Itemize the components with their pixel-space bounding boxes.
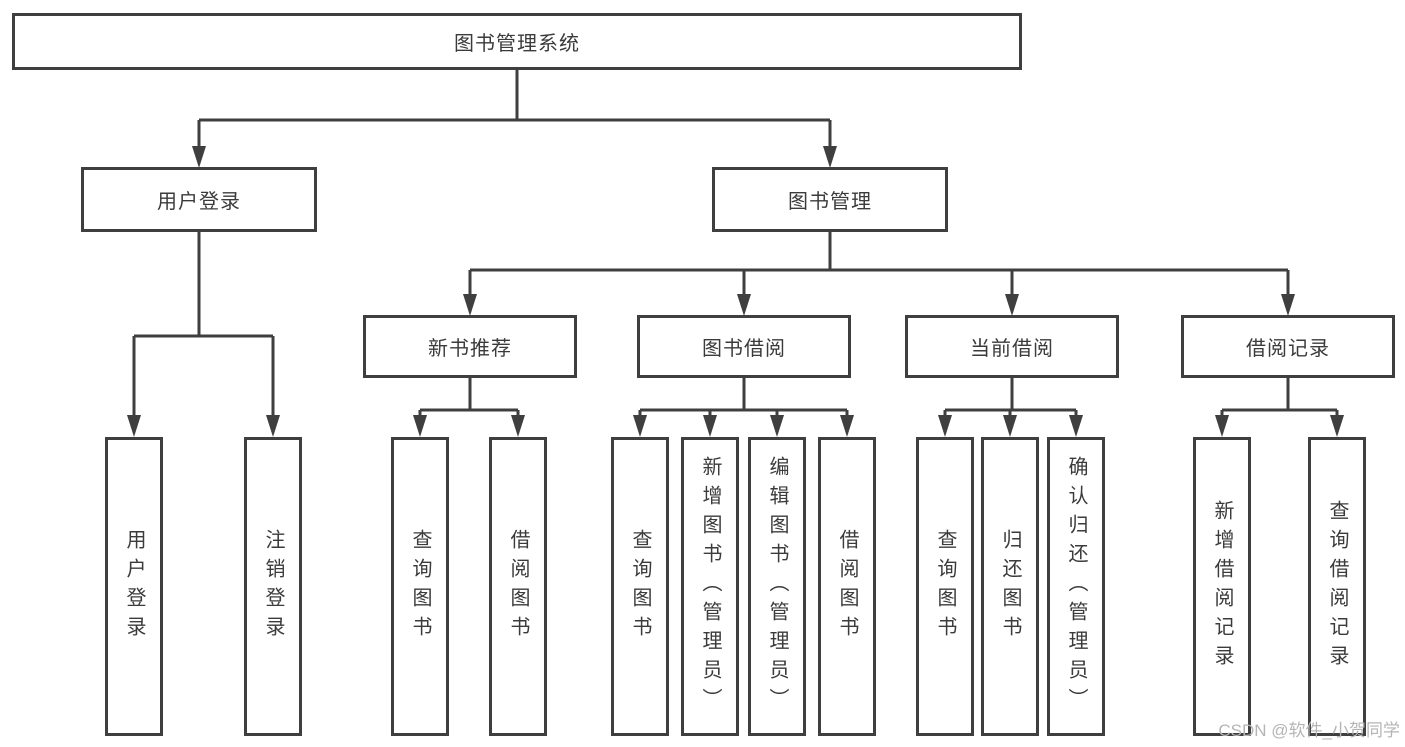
leaf-edit-books-admin: 编辑图书（管理员）: [748, 437, 806, 736]
arrowheads-new-books: [413, 415, 525, 437]
node-book-management: 图书管理: [712, 167, 948, 232]
arrowheads-book-borrowing: [633, 415, 854, 437]
leaf-borrow-books-newbooks: 借阅图书: [489, 437, 547, 736]
arrowheads-root: [192, 146, 837, 168]
node-current-borrowing: 当前借阅: [905, 315, 1119, 378]
node-new-books: 新书推荐: [363, 315, 577, 378]
node-book-borrowing: 图书借阅: [637, 315, 851, 378]
connector-new-books: [418, 378, 520, 418]
arrowheads-current-borrowing: [938, 415, 1083, 437]
leaf-query-books-borrowing: 查询图书: [611, 437, 669, 736]
leaf-logout-login: 注销登录: [244, 437, 302, 736]
connector-root: [197, 70, 832, 148]
leaf-query-books-newbooks: 查询图书: [391, 437, 449, 736]
leaf-add-borrow-record: 新增借阅记录: [1193, 437, 1251, 736]
connector-borrow-records: [1220, 378, 1339, 418]
connector-user-login: [132, 232, 275, 417]
leaf-query-books-current: 查询图书: [916, 437, 974, 736]
arrowheads-book-management: [463, 294, 1295, 316]
arrowheads-borrow-records: [1215, 415, 1344, 437]
leaf-confirm-return-admin: 确认归还（管理员）: [1047, 437, 1105, 736]
leaf-borrow-books-borrowing: 借阅图书: [818, 437, 876, 736]
watermark: CSDN @软件_小贺同学: [1218, 721, 1400, 740]
arrowheads-user-login: [127, 415, 280, 437]
node-borrow-records: 借阅记录: [1181, 315, 1395, 378]
leaf-query-borrow-record: 查询借阅记录: [1308, 437, 1366, 736]
leaf-add-books-admin: 新增图书（管理员）: [681, 437, 739, 736]
leaf-return-books: 归还图书: [981, 437, 1039, 736]
connector-book-management: [468, 232, 1290, 296]
leaf-user-login: 用户登录: [105, 437, 163, 736]
connector-current-borrowing: [943, 378, 1078, 418]
node-root: 图书管理系统: [12, 13, 1022, 70]
connector-book-borrowing: [638, 378, 849, 418]
node-user-login: 用户登录: [81, 167, 317, 232]
